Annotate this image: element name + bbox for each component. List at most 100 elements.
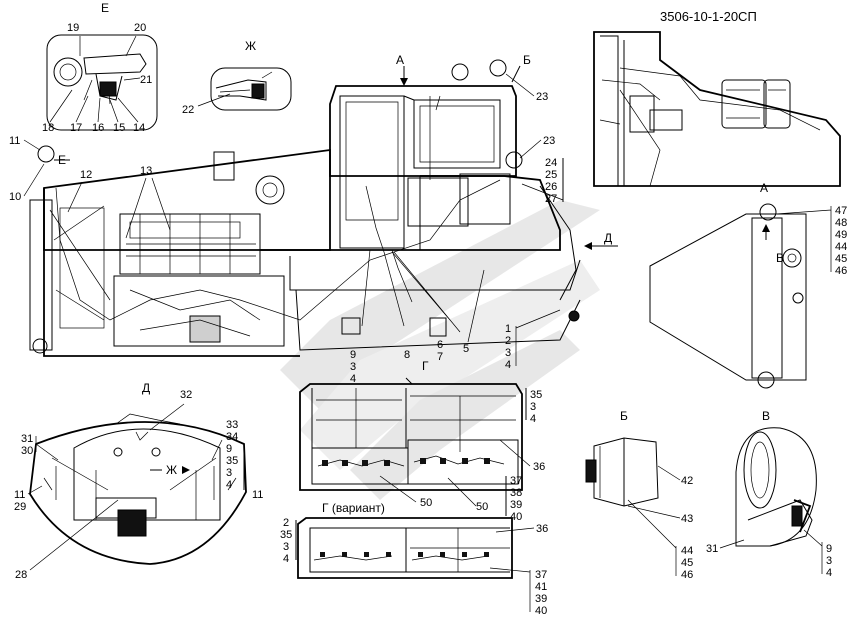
label-37b: 37 bbox=[535, 569, 547, 581]
label-38: 38 bbox=[510, 487, 522, 499]
label-4d: 4 bbox=[530, 413, 536, 425]
label-41: 41 bbox=[535, 581, 547, 593]
label-50a: 50 bbox=[420, 497, 432, 509]
label-3e: 3 bbox=[283, 541, 289, 553]
label-14: 14 bbox=[133, 122, 145, 134]
label-4b: 4 bbox=[350, 373, 356, 385]
label-3b: 3 bbox=[350, 361, 356, 373]
label-21: 21 bbox=[140, 74, 152, 86]
label-25: 25 bbox=[545, 169, 557, 181]
label-16: 16 bbox=[92, 122, 104, 134]
label-32: 32 bbox=[180, 389, 192, 401]
view-g-box bbox=[299, 377, 523, 491]
label-23b: 23 bbox=[543, 135, 555, 147]
label-40: 40 bbox=[510, 511, 522, 523]
view-arrow-b: Б bbox=[523, 53, 531, 67]
label-3c: 3 bbox=[226, 467, 232, 479]
label-11: 11 bbox=[9, 135, 20, 147]
label-40b: 40 bbox=[535, 605, 547, 617]
label-18: 18 bbox=[42, 122, 54, 134]
label-31b: 31 bbox=[706, 543, 718, 555]
view-arrow-d: Д bbox=[604, 231, 612, 245]
label-4f: 4 bbox=[826, 567, 832, 579]
view-a-panel bbox=[649, 203, 807, 389]
label-26: 26 bbox=[545, 181, 557, 193]
label-9b: 9 bbox=[226, 443, 232, 455]
view-e-lamp: Е bbox=[46, 1, 158, 131]
label-9: 9 bbox=[350, 349, 356, 361]
tractor-side-view bbox=[29, 59, 581, 357]
label-31: 31 bbox=[21, 433, 33, 445]
label-39b: 39 bbox=[535, 593, 547, 605]
view-arrow-g: Г bbox=[422, 359, 429, 373]
label-50b: 50 bbox=[476, 501, 488, 513]
view-arrow-zh: Ж bbox=[166, 463, 177, 477]
label-4c: 4 bbox=[226, 479, 232, 491]
view-label-e: Е bbox=[101, 1, 109, 15]
view-label-a: А bbox=[760, 181, 768, 195]
label-46b: 46 bbox=[681, 569, 693, 581]
label-20: 20 bbox=[134, 22, 146, 34]
label-24: 24 bbox=[545, 157, 557, 169]
label-15: 15 bbox=[113, 122, 125, 134]
label-36: 36 bbox=[533, 461, 545, 473]
label-11c: 11 bbox=[252, 489, 263, 501]
label-5: 5 bbox=[463, 343, 469, 355]
cab-rear-detail bbox=[593, 31, 841, 187]
label-2b: 2 bbox=[283, 517, 289, 529]
label-28: 28 bbox=[15, 569, 27, 581]
label-35c: 35 bbox=[280, 529, 292, 541]
view-label-b: Б bbox=[620, 409, 628, 423]
label-27: 27 bbox=[545, 193, 557, 205]
label-46: 46 bbox=[835, 265, 847, 277]
label-7: 7 bbox=[437, 351, 443, 363]
label-17: 17 bbox=[70, 122, 82, 134]
view-g-variant-box bbox=[297, 517, 513, 579]
label-2: 2 bbox=[505, 335, 511, 347]
label-4e: 4 bbox=[283, 553, 289, 565]
label-49: 49 bbox=[835, 229, 847, 241]
view-label-zh: Ж bbox=[245, 39, 256, 53]
label-22: 22 bbox=[182, 104, 194, 116]
label-1: 1 bbox=[505, 323, 511, 335]
label-3: 3 bbox=[505, 347, 511, 359]
label-45: 45 bbox=[835, 253, 847, 265]
label-11b: 11 bbox=[14, 489, 25, 501]
label-34: 34 bbox=[226, 431, 238, 443]
view-b-headlamp bbox=[585, 437, 659, 507]
label-36b: 36 bbox=[536, 523, 548, 535]
label-10: 10 bbox=[9, 191, 21, 203]
label-39: 39 bbox=[510, 499, 522, 511]
view-arrow-a: А bbox=[396, 53, 404, 67]
label-9c: 9 bbox=[826, 543, 832, 555]
label-12: 12 bbox=[80, 169, 92, 181]
view-v-headlamp bbox=[735, 427, 817, 547]
view-label-d: Д bbox=[142, 381, 150, 395]
label-44b: 44 bbox=[681, 545, 693, 557]
label-37: 37 bbox=[510, 475, 522, 487]
label-3f: 3 bbox=[826, 555, 832, 567]
view-label-g-variant: Г (вариант) bbox=[322, 501, 385, 515]
view-zh-detail: Ж bbox=[210, 39, 292, 111]
label-42: 42 bbox=[681, 475, 693, 487]
label-8: 8 bbox=[404, 349, 410, 361]
label-44: 44 bbox=[835, 241, 847, 253]
view-label-v: В bbox=[762, 409, 770, 423]
label-35: 35 bbox=[226, 455, 238, 467]
view-arrow-v: В bbox=[776, 251, 784, 265]
label-45b: 45 bbox=[681, 557, 693, 569]
label-35b: 35 bbox=[530, 389, 542, 401]
label-43: 43 bbox=[681, 513, 693, 525]
label-19: 19 bbox=[67, 22, 79, 34]
label-48: 48 bbox=[835, 217, 847, 229]
label-30: 30 bbox=[21, 445, 33, 457]
label-6: 6 bbox=[437, 339, 443, 351]
label-4: 4 bbox=[505, 359, 511, 371]
label-33: 33 bbox=[226, 419, 238, 431]
label-23a: 23 bbox=[536, 91, 548, 103]
label-13: 13 bbox=[140, 165, 152, 177]
label-29: 29 bbox=[14, 501, 26, 513]
label-3d: 3 bbox=[530, 401, 536, 413]
